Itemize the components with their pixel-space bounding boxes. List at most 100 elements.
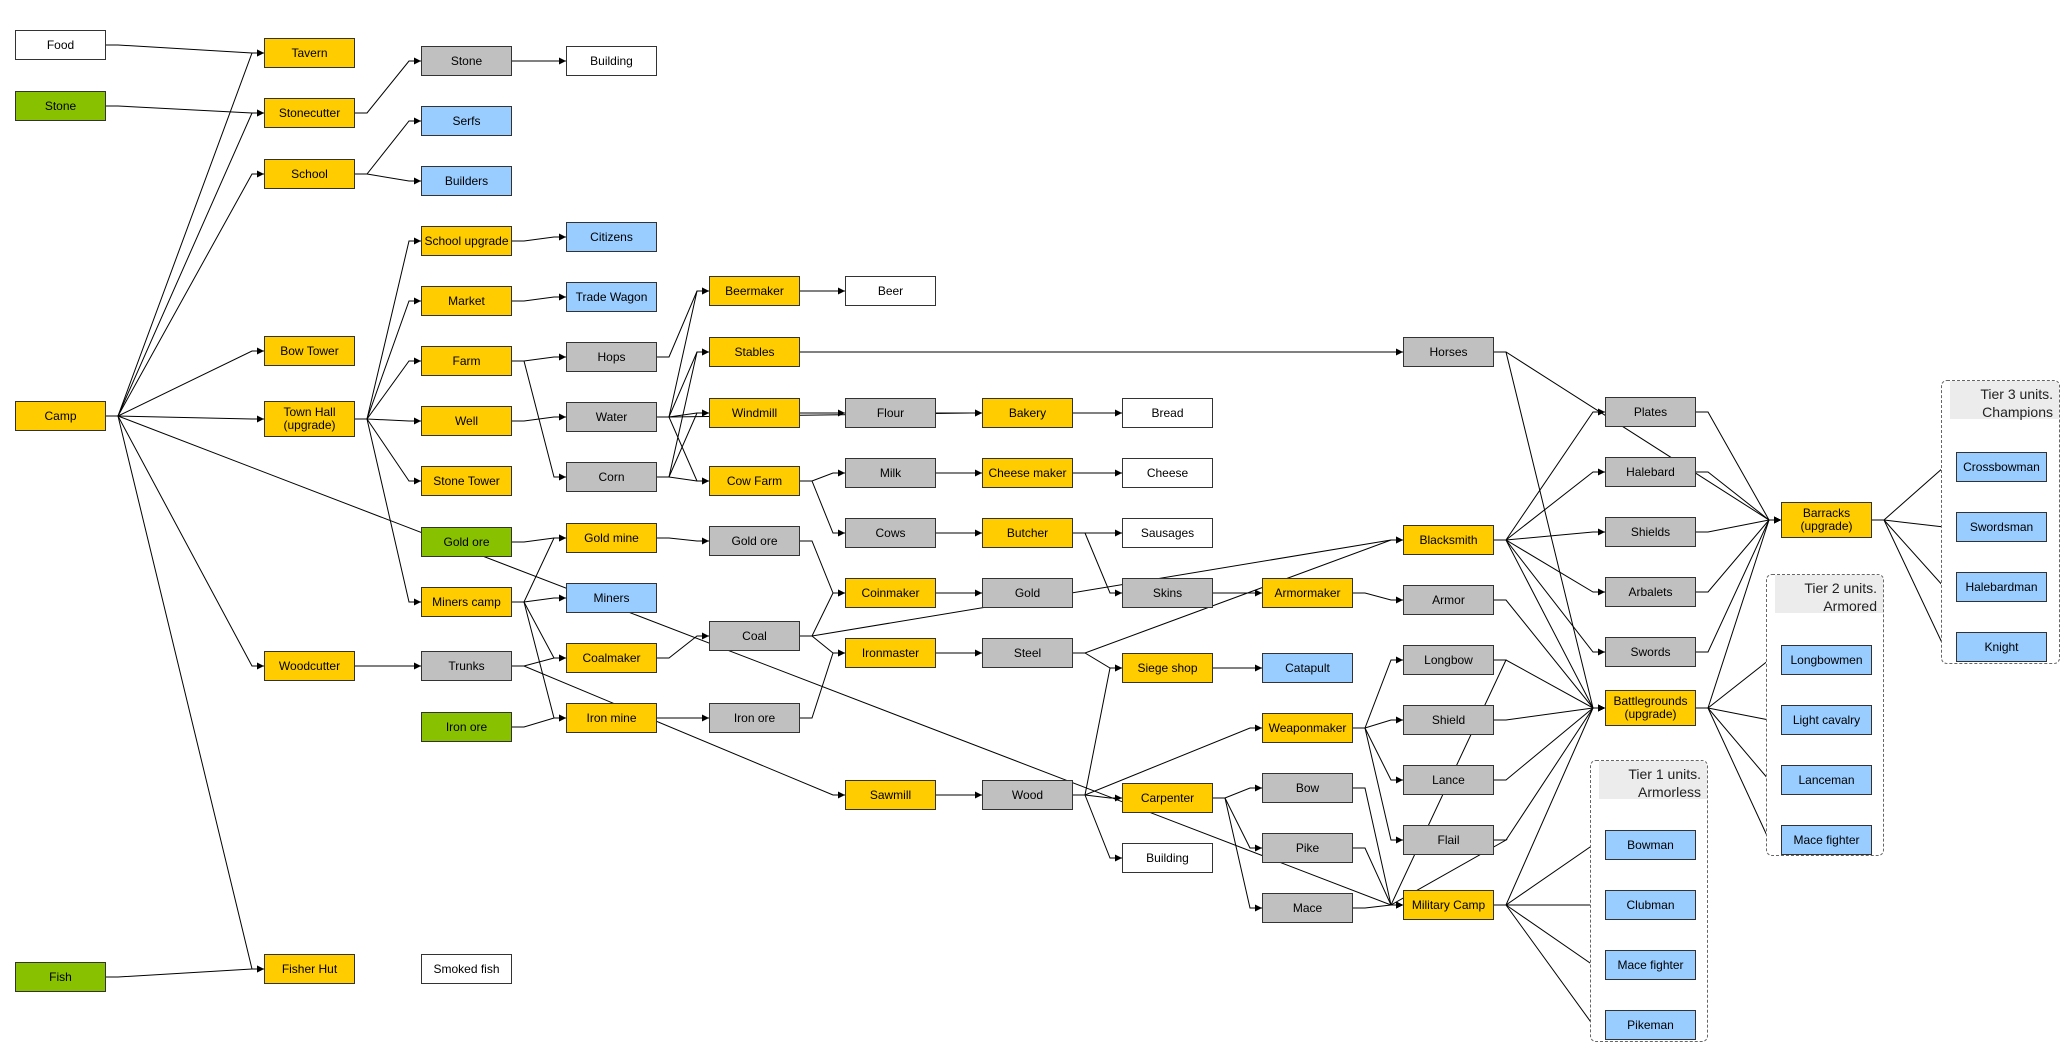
tier1-header (1599, 761, 1707, 799)
edge-steel-to-siege-shop (1073, 652, 1122, 672)
node-stonecutter: Stonecutter (264, 98, 355, 128)
edge-military-camp-to-bowman (1494, 841, 1605, 906)
edge-hops-to-beermaker (657, 287, 709, 358)
node-plates: Plates (1605, 397, 1696, 427)
node-stone-raw: Stone (15, 91, 106, 121)
edge-town-hall-to-stone-tower (355, 418, 421, 485)
edge-farm-to-hops (512, 353, 566, 362)
edge-weaponmaker-to-shield (1353, 716, 1403, 729)
node-mace-fighter1: Mace fighter (1605, 950, 1696, 980)
node-shields: Shields (1605, 517, 1696, 547)
node-beermaker: Beermaker (709, 276, 800, 306)
edge-blacksmith-to-battlegrounds (1494, 539, 1605, 712)
edge-stonecutter-to-stone-res (355, 57, 421, 114)
node-armormaker: Armormaker (1262, 578, 1353, 608)
edge-town-hall-to-farm (355, 357, 421, 420)
node-bakery: Bakery (982, 398, 1073, 428)
edge-water-to-cow-farm (657, 416, 709, 485)
edge-trunks-to-sawmill (512, 665, 845, 799)
node-fisher-hut: Fisher Hut (264, 954, 355, 984)
tier1-title: Tier 1 units. Armorless (1628, 766, 1701, 800)
edge-blacksmith-to-swords (1494, 539, 1605, 656)
edge-gold-mine-to-gold-ore-res (657, 537, 709, 545)
node-coalmaker: Coalmaker (566, 643, 657, 673)
node-coal: Coal (709, 621, 800, 651)
edge-corn-to-cow-farm (657, 476, 709, 485)
edge-military-camp-to-pikeman (1494, 904, 1605, 1029)
node-school: School (264, 159, 355, 189)
tier3-title: Tier 3 units. Champions (1980, 386, 2053, 420)
node-cheese-maker: Cheese maker (982, 458, 1073, 488)
node-corn: Corn (566, 462, 657, 492)
node-pikeman: Pikeman (1605, 1010, 1696, 1040)
node-bowman: Bowman (1605, 830, 1696, 860)
edge-military-camp-to-mace-fighter1 (1494, 904, 1605, 969)
edge-carpenter-to-mace (1213, 797, 1262, 912)
node-camp: Camp (15, 401, 106, 431)
edge-weaponmaker-to-lance (1353, 727, 1403, 784)
node-stables: Stables (709, 337, 800, 367)
edge-butcher-to-skins (1073, 532, 1122, 597)
node-school-upgrade: School upgrade (421, 226, 512, 256)
tier3-header (1950, 381, 2059, 419)
edge-market-to-trade-wagon (512, 293, 566, 302)
edge-weaponmaker-to-flail (1353, 727, 1403, 844)
node-light-cavalry: Light cavalry (1781, 705, 1872, 735)
node-trunks: Trunks (421, 651, 512, 681)
node-cheese: Cheese (1122, 458, 1213, 488)
node-pike: Pike (1262, 833, 1353, 863)
node-barracks: Barracks (upgrade) (1781, 502, 1872, 538)
edge-flail-to-battlegrounds (1494, 704, 1605, 841)
node-stone-tower: Stone Tower (421, 466, 512, 496)
edge-well-to-water (512, 413, 566, 422)
edge-weaponmaker-to-longbow (1353, 656, 1403, 729)
node-mace: Mace (1262, 893, 1353, 923)
edge-carpenter-to-pike (1213, 797, 1262, 852)
node-miners: Miners (566, 583, 657, 613)
node-steel: Steel (982, 638, 1073, 668)
edge-coal-to-ironmaster (800, 635, 845, 657)
node-siege-shop: Siege shop (1122, 653, 1213, 683)
node-gold-ore: Gold ore (421, 527, 512, 557)
edge-camp-to-tavern (106, 49, 264, 417)
edge-water-to-stables (657, 348, 709, 418)
edge-water-to-beermaker (657, 287, 709, 418)
node-water: Water (566, 402, 657, 432)
edge-gold-ore-to-gold-mine (512, 534, 566, 543)
node-town-hall: Town Hall (upgrade) (264, 401, 355, 437)
node-bread: Bread (1122, 398, 1213, 428)
edge-halebard-to-barracks (1696, 471, 1781, 524)
node-blacksmith: Blacksmith (1403, 525, 1494, 555)
edge-blacksmith-to-arbalets (1494, 539, 1605, 596)
node-halebard: Halebard (1605, 457, 1696, 487)
node-sausages: Sausages (1122, 518, 1213, 548)
node-beer: Beer (845, 276, 936, 306)
edge-miners-camp-to-miners (512, 594, 566, 603)
node-sawmill: Sawmill (845, 780, 936, 810)
edge-fish-to-fisher-hut (106, 965, 264, 978)
edge-iron-ore-res-to-ironmaster (800, 649, 845, 719)
node-wood: Wood (982, 780, 1073, 810)
node-coinmaker: Coinmaker (845, 578, 936, 608)
node-bow-tower: Bow Tower (264, 336, 355, 366)
edge-school-to-serfs (355, 117, 421, 175)
node-flour: Flour (845, 398, 936, 428)
edge-town-hall-to-miners-camp (355, 418, 421, 606)
node-clubman: Clubman (1605, 890, 1696, 920)
edge-miners-camp-to-iron-mine (512, 601, 566, 722)
edge-wood-to-siege-shop (1073, 664, 1122, 796)
edge-plates-to-barracks (1696, 411, 1781, 524)
edge-stone-raw-to-stonecutter (106, 105, 264, 117)
edge-cow-farm-to-milk (800, 469, 845, 482)
node-smoked-fish: Smoked fish (421, 954, 512, 984)
node-longbowmen: Longbowmen (1781, 645, 1872, 675)
node-iron-ore-res: Iron ore (709, 703, 800, 733)
node-armor: Armor (1403, 585, 1494, 615)
node-battlegrounds: Battlegrounds (upgrade) (1605, 690, 1696, 726)
node-crossbowman: Crossbowman (1956, 452, 2047, 482)
node-mace-fighter2: Mace fighter (1781, 825, 1872, 855)
edge-iron-ore-to-iron-mine (512, 714, 566, 728)
node-food: Food (15, 30, 106, 60)
node-woodcutter: Woodcutter (264, 651, 355, 681)
